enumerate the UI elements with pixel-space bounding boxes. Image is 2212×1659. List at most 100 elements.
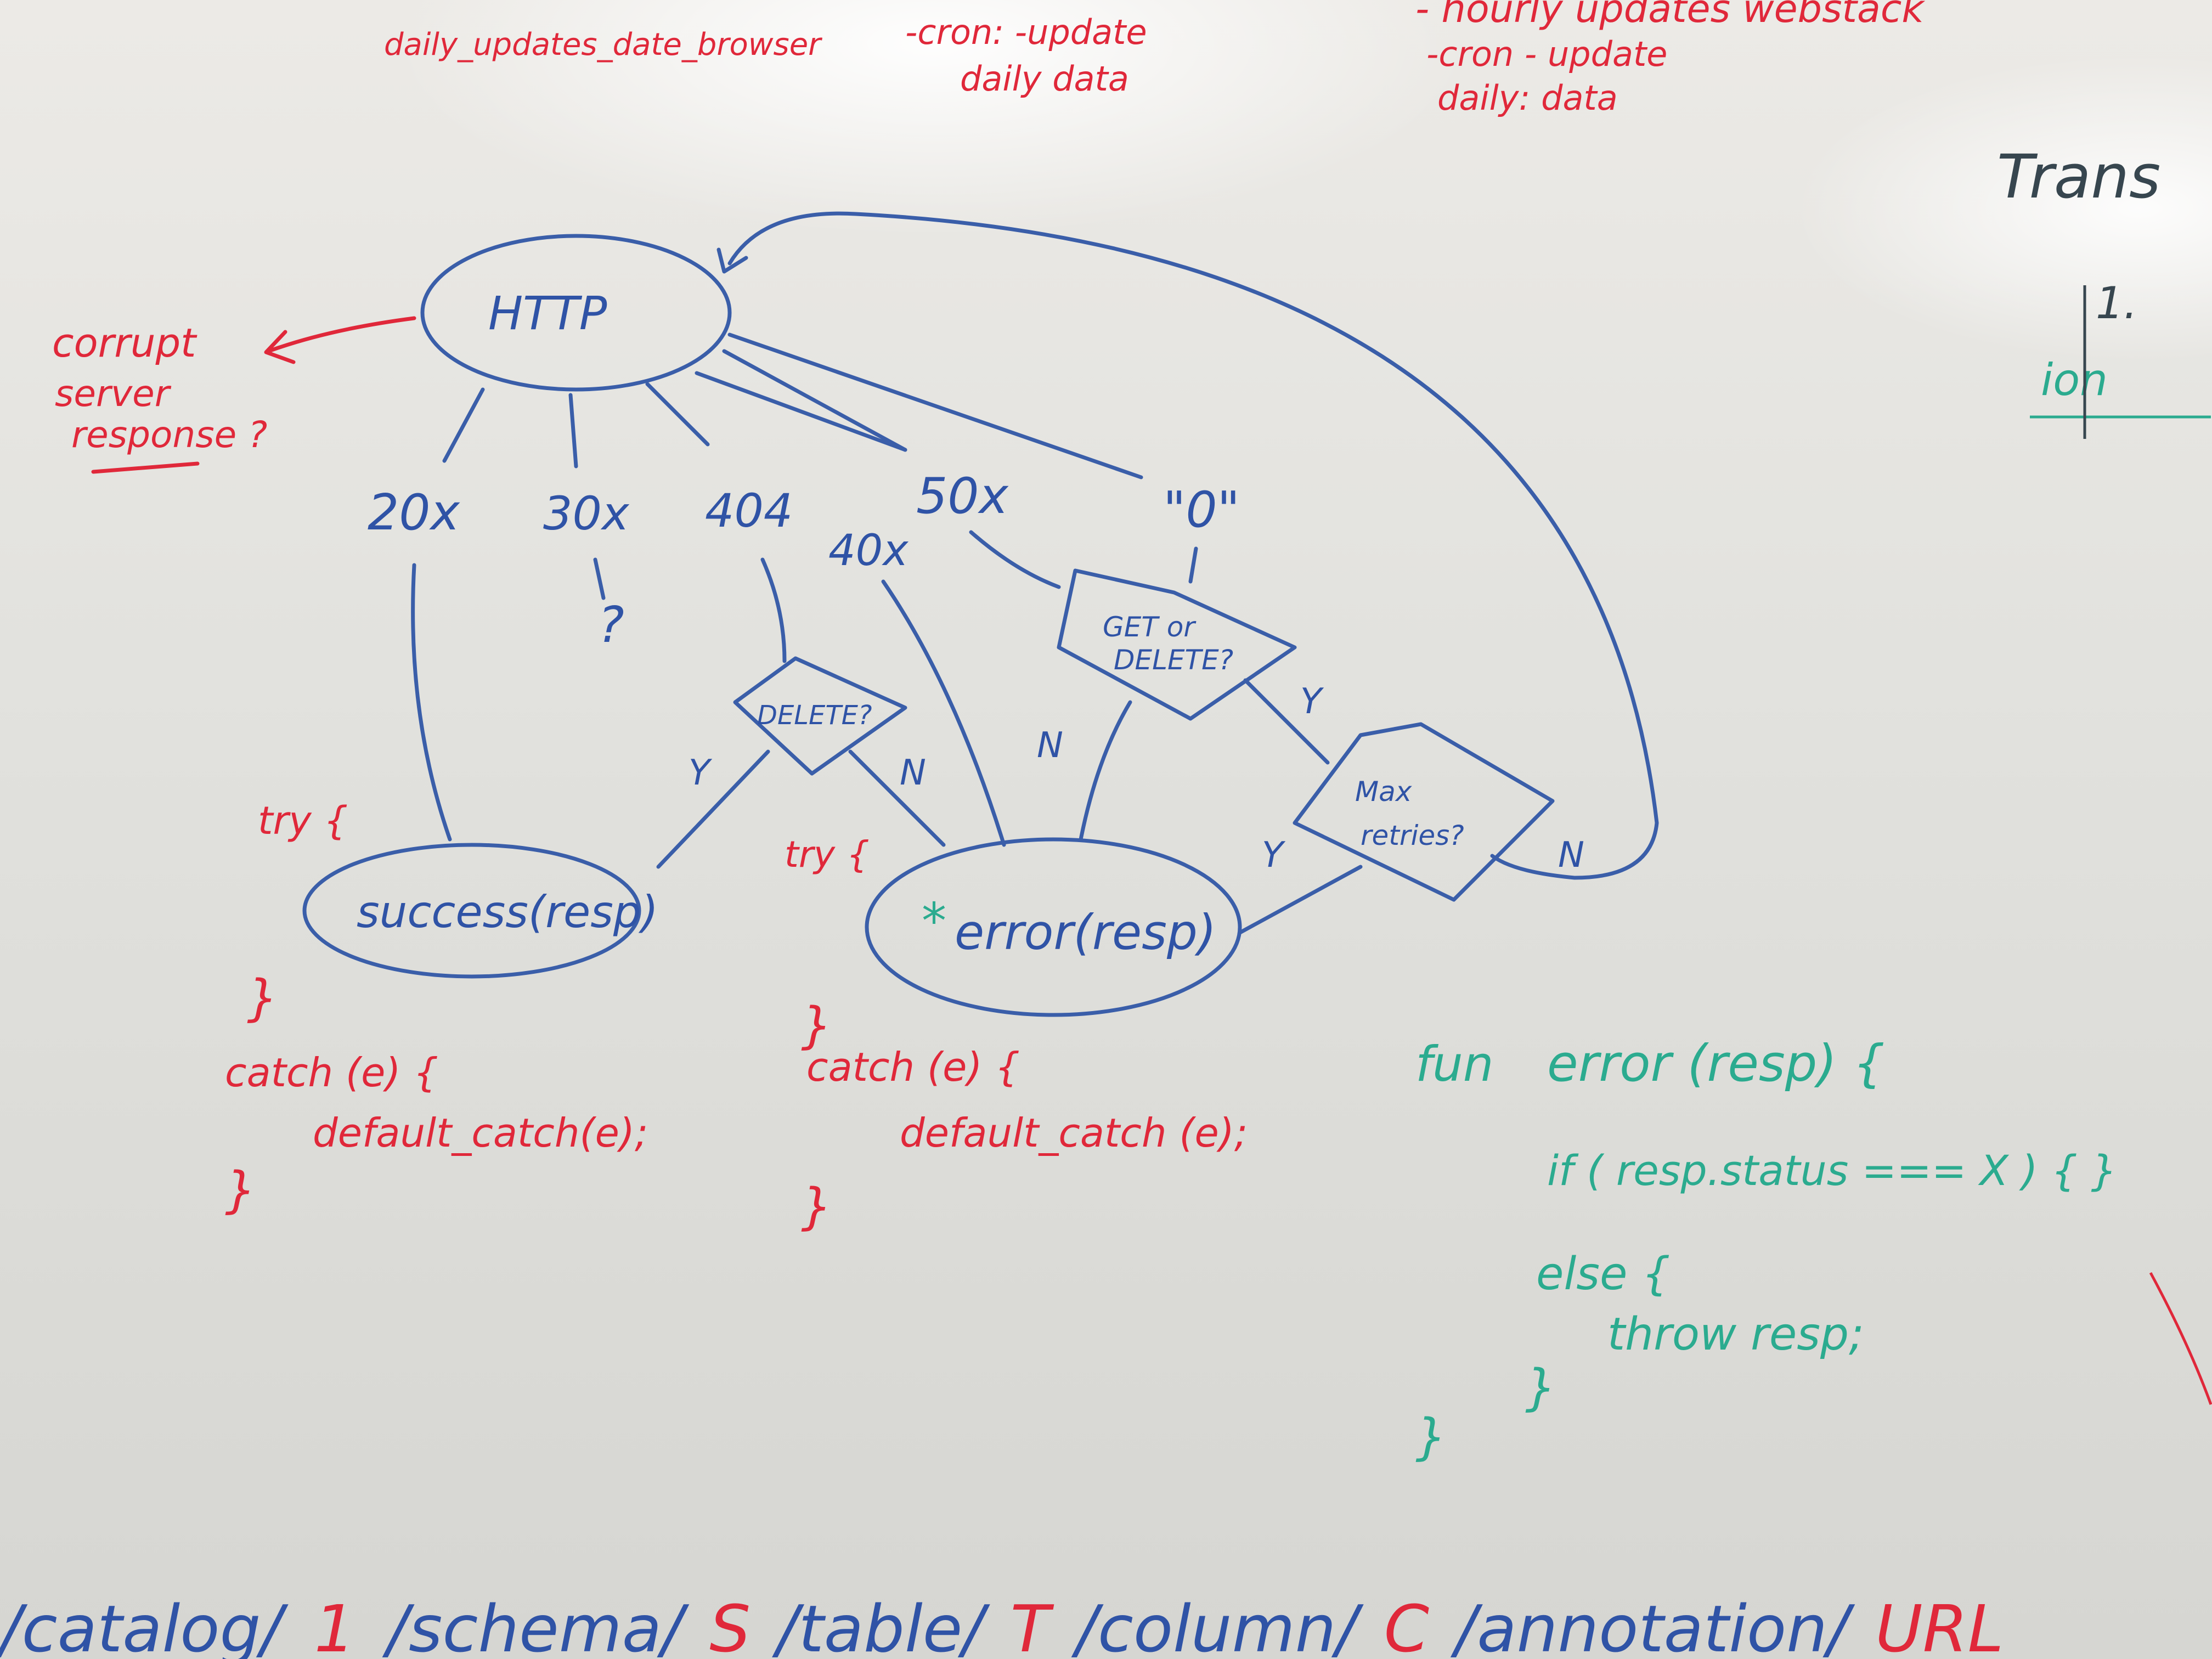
side-note-arrow	[267, 316, 416, 353]
side-note: corrupt server response ?	[52, 316, 416, 474]
side-note-line2: server	[55, 373, 172, 415]
delete-decision	[733, 656, 907, 776]
top-note-left-line1: daily_updates_date_browser	[384, 27, 822, 63]
code-right-line2: if ( resp.status === X ) { }	[1547, 1146, 2118, 1195]
code-right-line5: }	[1525, 1359, 1556, 1417]
label-delete-yes: Y	[689, 753, 713, 793]
top-note-right-cron2: daily: data	[1437, 78, 1618, 118]
code-40x: 40x	[828, 526, 909, 575]
code-left-end: }	[225, 1161, 256, 1219]
url-id-annotation: URL	[1875, 1591, 2004, 1659]
arrow-maxretries-yes-to-error	[1238, 865, 1363, 935]
http-node	[420, 234, 732, 392]
code-right-line3: else {	[1536, 1248, 1671, 1300]
code-20x: 20x	[368, 484, 461, 541]
side-note-arrowhead	[264, 330, 296, 364]
code-right-fun: fun	[1415, 1036, 1494, 1092]
delete-decision-label: DELETE?	[757, 700, 872, 731]
top-note-left-cron2: daily data	[960, 59, 1129, 99]
top-notes: daily_updates_date_browser -cron: -updat…	[384, 0, 1925, 118]
right-edge-word: Trans	[1997, 142, 2160, 212]
url-id-table: T	[1011, 1591, 1054, 1659]
arrow-to-30x	[568, 393, 578, 469]
arrow-50x-to-getdelete	[969, 530, 1061, 589]
retry-loop-arrowhead	[716, 247, 748, 274]
url-seg-schema: /schema/	[382, 1591, 690, 1659]
arrow-getdelete-to-maxretries	[1243, 678, 1330, 765]
retry-loop-arrow	[727, 211, 1659, 880]
flowchart: HTTP 20x 30x 404 40x 50x "0" ? DELETE? G…	[302, 211, 1659, 1017]
code-mid-try: try {	[785, 833, 870, 876]
code-right-line6: }	[1415, 1408, 1447, 1466]
arrow-to-40x	[695, 371, 907, 452]
url-path: /catalog/ 1 /schema/ S /table/ T /column…	[0, 1591, 2004, 1659]
success-label: success(resp)	[357, 887, 658, 938]
code-left-close: }	[247, 969, 278, 1027]
url-id-column: C	[1384, 1591, 1429, 1659]
code-50x: 50x	[916, 467, 1009, 525]
http-label: HTTP	[488, 286, 607, 340]
error-star: *	[922, 893, 946, 950]
code-right-line1: error (resp) {	[1547, 1034, 1885, 1093]
code-mid-end: }	[801, 1178, 832, 1235]
arrow-getdelete-no-to-error	[1079, 700, 1132, 842]
code-right: fun error (resp) { if ( resp.status === …	[1415, 1034, 2118, 1466]
arrow-delete-no-to-error	[848, 749, 946, 847]
label-getdelete-no: N	[1037, 725, 1063, 766]
success-node	[302, 843, 641, 979]
code-left-try: try {	[258, 798, 348, 843]
arrow-to-50x	[722, 349, 907, 452]
arrow-zero-to-getdelete	[1188, 546, 1198, 584]
max-retries-label2: retries?	[1361, 820, 1464, 851]
code-left-catch: catch (e) {	[225, 1049, 438, 1096]
code-404: 404	[705, 484, 793, 538]
label-delete-no: N	[900, 753, 926, 793]
url-seg-annotation: /annotation/	[1451, 1591, 1855, 1659]
code-30x: 30x	[543, 487, 630, 540]
label-maxretries-no: N	[1558, 835, 1584, 876]
get-delete-label2: DELETE?	[1114, 644, 1233, 676]
arrow-20x-to-success	[411, 563, 452, 842]
url-seg-table: /table/	[772, 1591, 991, 1659]
url-path-line: /catalog/ 1 /schema/ S /table/ T /column…	[0, 1591, 2004, 1659]
side-note-line1: corrupt	[52, 320, 198, 366]
url-id-schema: S	[709, 1591, 751, 1659]
right-edge-word2: ion	[2041, 354, 2108, 405]
arrow-to-zero	[727, 332, 1143, 479]
code-mid-body: default_catch (e);	[900, 1110, 1248, 1156]
code-mid: try { } catch (e) { default_catch (e); }	[785, 833, 1248, 1235]
code-mid-catch: catch (e) {	[806, 1044, 1020, 1090]
arrow-to-404	[645, 382, 710, 447]
arrow-to-20x	[442, 387, 485, 463]
code-left: try { } catch (e) { default_catch(e); }	[225, 798, 648, 1219]
code-30x-unknown: ?	[598, 596, 624, 654]
max-retries-label1: Max	[1355, 776, 1412, 808]
right-edge-notes: Trans 1. ion	[1997, 142, 2212, 1405]
url-id-catalog: 1	[314, 1591, 356, 1659]
url-seg-catalog: /catalog/	[0, 1591, 289, 1659]
arrow-40x-to-error	[881, 579, 1006, 847]
code-mid-close: }	[801, 997, 832, 1054]
right-edge-red-line	[2149, 1272, 2212, 1405]
arrow-30x-to-unknown	[593, 557, 606, 600]
code-zero: "0"	[1163, 481, 1240, 539]
error-label: error(resp)	[955, 904, 1216, 961]
error-node	[865, 837, 1242, 1017]
side-note-underline	[91, 461, 200, 474]
arrow-404-to-delete	[760, 557, 787, 663]
get-delete-decision	[1057, 568, 1297, 721]
side-note-line3: response ?	[71, 414, 267, 456]
max-retries-decision	[1293, 722, 1555, 902]
top-note-right-line1: - hourly updates webstack	[1415, 0, 1925, 31]
top-note-left-cron: -cron: -update	[905, 12, 1147, 52]
label-maxretries-yes: Y	[1262, 835, 1286, 876]
arrow-delete-yes-to-success	[656, 749, 770, 869]
label-getdelete-yes: Y	[1300, 681, 1324, 722]
code-right-line4: throw resp;	[1607, 1308, 1864, 1361]
right-edge-item: 1.	[2096, 278, 2137, 329]
top-note-right-cron: -cron - update	[1426, 34, 1667, 74]
url-seg-column: /column/	[1071, 1591, 1364, 1659]
get-delete-label1: GET or	[1103, 611, 1197, 643]
